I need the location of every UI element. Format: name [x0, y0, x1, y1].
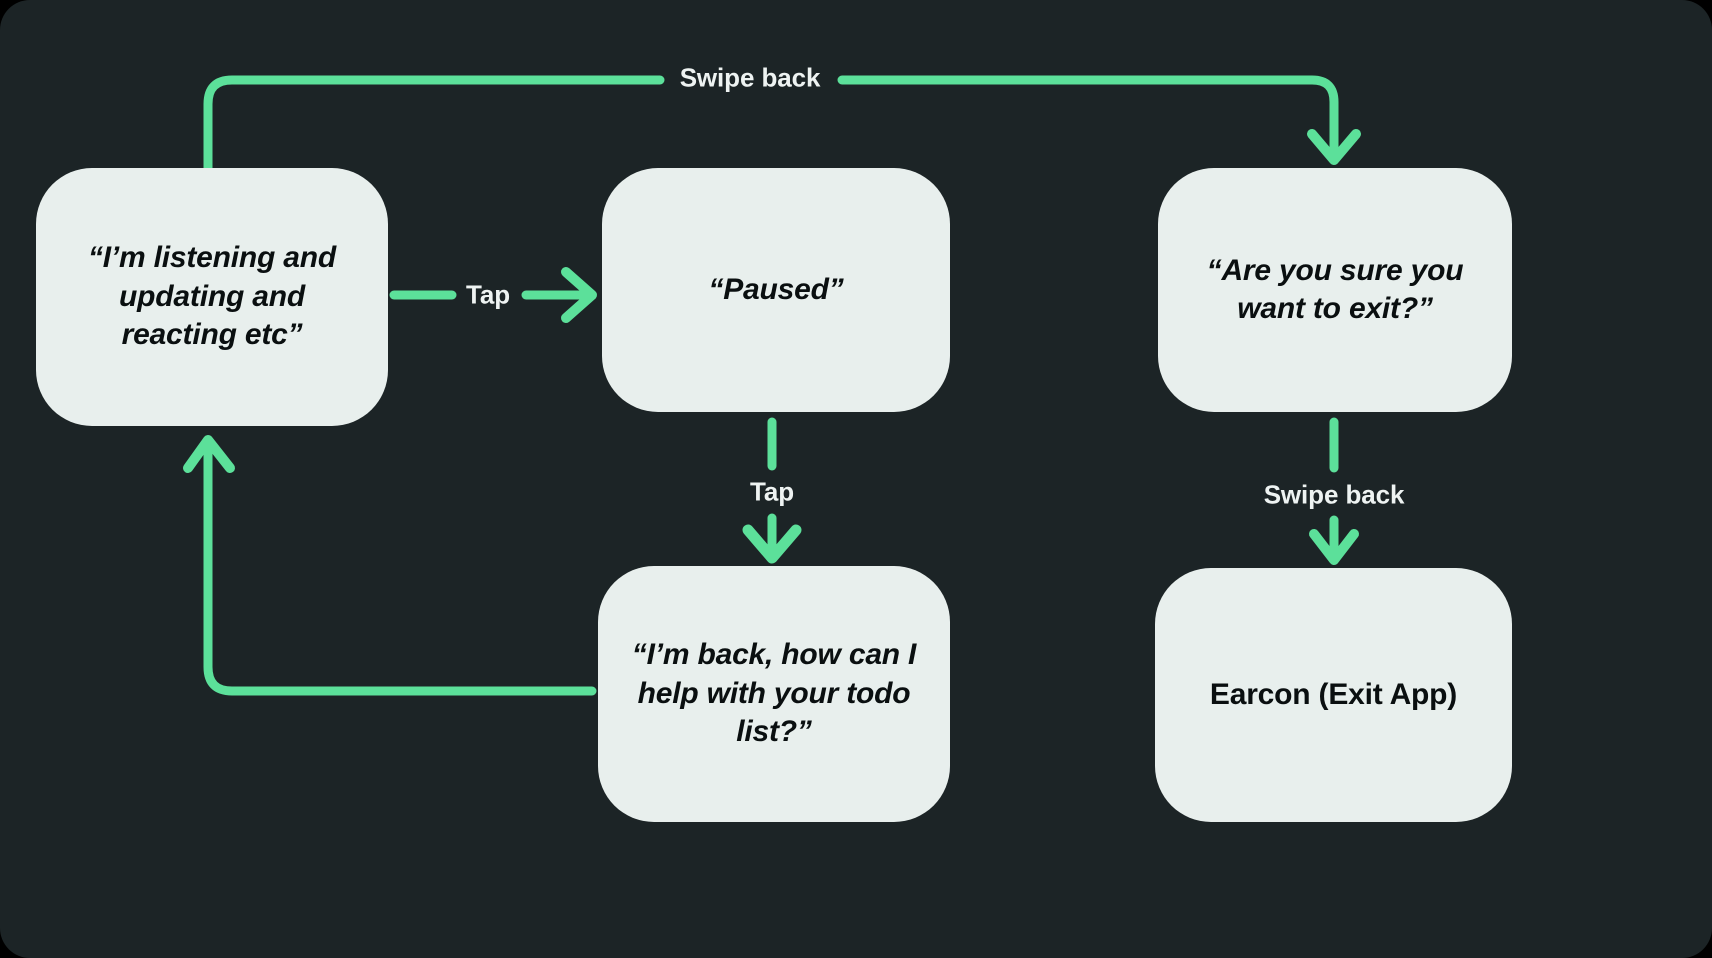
node-earcon-exit-app[interactable]: Earcon (Exit App): [1155, 568, 1512, 822]
node-earcon-exit-app-label: Earcon (Exit App): [1209, 677, 1458, 711]
edge-label-swipe-back-right: Swipe back: [1263, 479, 1405, 510]
node-confirm-exit-label: “Are you sure you want to exit?”: [1206, 253, 1464, 325]
arrowhead-right-paused: [561, 267, 597, 323]
arrowhead-down-back: [742, 524, 802, 564]
edge-label-tap-down: Tap: [750, 476, 794, 507]
node-paused-label: “Paused”: [708, 272, 844, 306]
node-im-back-label: “I’m back, how can I help with your todo…: [631, 638, 917, 749]
edge-swipe-back-top: [203, 75, 1361, 181]
edge-label-tap-right: Tap: [466, 279, 510, 310]
node-listening-label: “I’m listening and updating and reacting…: [87, 241, 337, 352]
node-listening[interactable]: “I’m listening and updating and reacting…: [36, 168, 388, 426]
node-paused[interactable]: “Paused”: [602, 168, 950, 412]
edge-return-loop: [183, 435, 597, 696]
node-confirm-exit[interactable]: “Are you sure you want to exit?”: [1158, 168, 1512, 412]
edge-label-swipe-back-top: Swipe back: [679, 62, 821, 93]
arrowhead-down-earcon: [1309, 529, 1359, 565]
arrowhead-up-listening: [183, 435, 235, 473]
arrowhead-down-confirm: [1307, 129, 1361, 165]
node-im-back[interactable]: “I’m back, how can I help with your todo…: [598, 566, 950, 822]
